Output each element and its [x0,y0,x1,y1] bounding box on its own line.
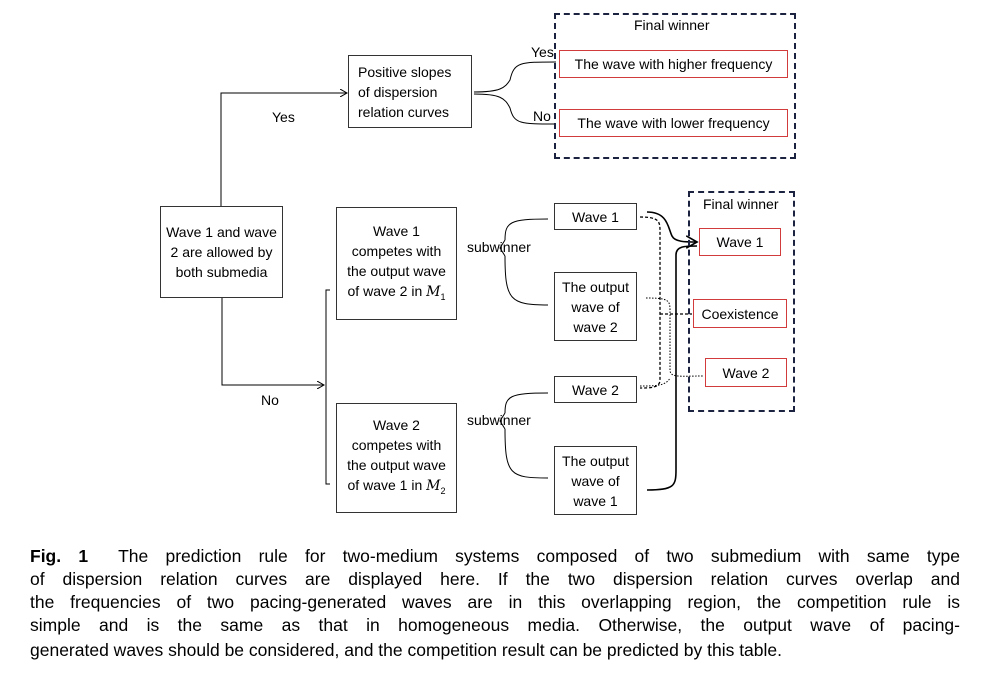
m2-subscript: 2 [440,485,446,496]
subwinner-wave1-box: Wave 1 [554,203,637,230]
caption-line: Fig. 1 The prediction rule for two-medium… [30,545,960,568]
subwinner-wave2-box: Wave 2 [554,376,637,403]
higher-frequency-text: The wave with higher frequency [574,56,773,72]
final-wave1-text: Wave 1 [716,234,764,250]
start-condition-text: Wave 1 and wave 2 are allowed by both su… [166,224,277,280]
subwinner-wave2-text: Wave 2 [572,381,619,398]
m1-competition-box: Wave 1 competes with the output wave of … [336,207,457,320]
start-condition-box: Wave 1 and wave 2 are allowed by both su… [160,206,283,298]
final-coexistence-text: Coexistence [701,305,779,322]
m2-symbol: M [426,478,441,495]
top-final-winner-title: Final winner [634,17,710,33]
higher-frequency-box: The wave with higher frequency [559,50,788,78]
connector-lines [220,61,704,491]
lower-frequency-box: The wave with lower frequency [559,109,788,137]
caption-line: generated waves should be considered, an… [30,640,783,660]
slopes-no-label: No [533,108,551,124]
positive-slopes-box: Positive slopes of dispersion relation c… [348,55,472,128]
lower-frequency-text: The wave with lower frequency [577,115,770,131]
m2-competition-box: Wave 2 competes with the output wave of … [336,403,457,513]
subwinner-output1-text: The output wave of wave 1 [562,452,629,509]
no-label: No [261,392,279,408]
caption-text: The prediction rule for two-medium syste… [118,546,960,566]
m1-subscript: 1 [440,291,446,302]
final-wave2-text: Wave 2 [722,364,770,381]
subwinner-output2-text: The output wave of wave 2 [562,278,629,335]
subwinner-wave1-text: Wave 1 [572,208,619,225]
final-wave1-box: Wave 1 [699,228,781,256]
m1-symbol: M [426,283,441,300]
figure-caption: Fig. 1 The prediction rule for two-medium… [30,545,960,662]
caption-line: simple and is the same as that in homoge… [30,615,960,635]
right-final-winner-title: Final winner [703,196,779,212]
subwinner-label-1: subwinner [467,239,531,255]
slopes-yes-label: Yes [531,44,554,60]
caption-line: the frequencies of two pacing-generated … [30,592,960,612]
m1-text: Wave 1 competes with the output wave of … [347,222,446,299]
subwinner-label-2: subwinner [467,412,531,428]
top-final-winner-frame [554,13,796,159]
right-final-winner-frame [688,191,795,412]
final-coexistence-box: Coexistence [693,299,787,328]
subwinner-output1-box: The output wave of wave 1 [554,446,637,515]
final-wave2-box: Wave 2 [705,358,787,387]
subwinner-output2-box: The output wave of wave 2 [554,272,637,341]
m1-competition-text: Wave 1 competes with the output wave of … [343,221,450,307]
yes-label: Yes [272,109,295,125]
caption-label: Fig. 1 [30,546,89,566]
caption-line: of dispersion relation curves are displa… [30,569,960,589]
positive-slopes-text: Positive slopes of dispersion relation c… [358,63,452,120]
m2-text: Wave 2 competes with the output wave of … [347,417,446,494]
m2-competition-text: Wave 2 competes with the output wave of … [343,415,450,501]
